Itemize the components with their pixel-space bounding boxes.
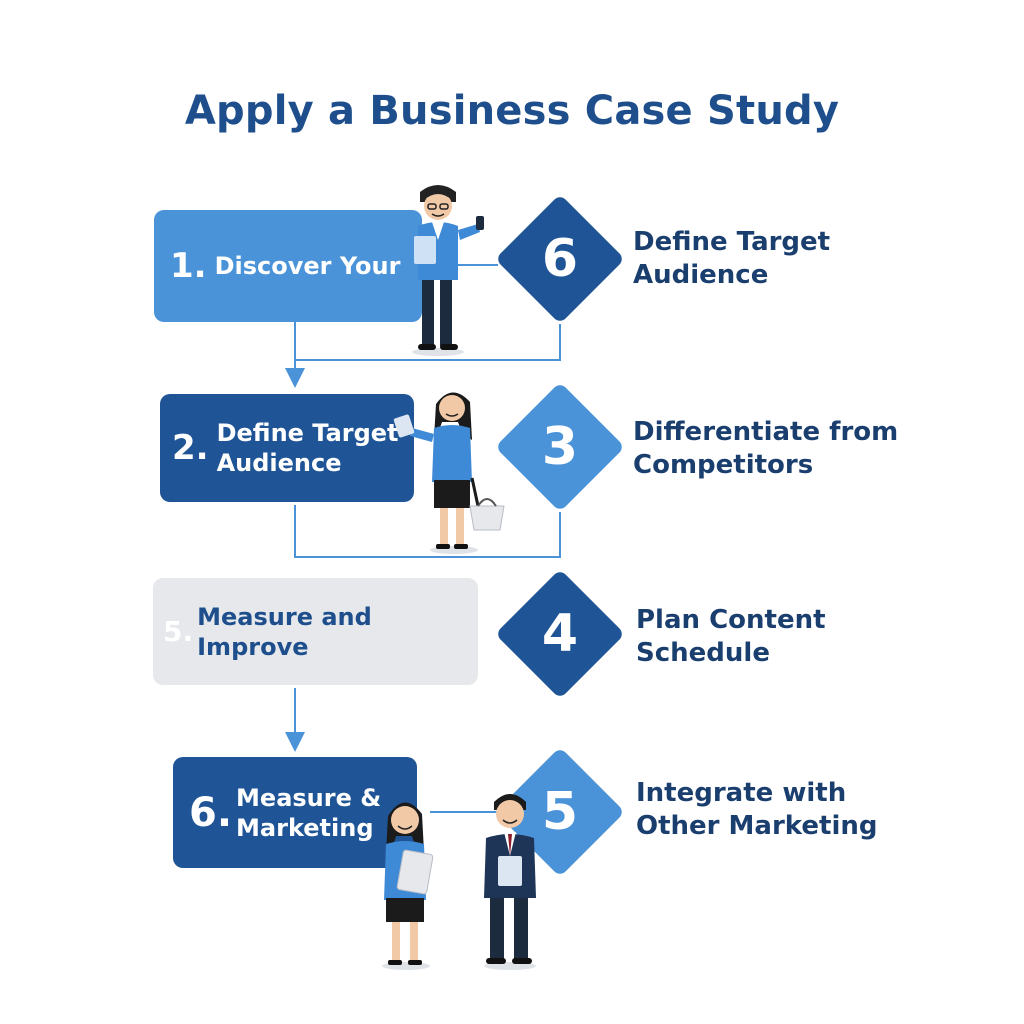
step-box-1: 1. Discover Your <box>154 210 422 322</box>
step-number: 5. <box>163 615 194 648</box>
diamond-text-line2: Audience <box>633 260 769 290</box>
step-number: 6. <box>189 789 233 836</box>
diamond-text-line1: Plan Content <box>636 605 826 635</box>
diamond-number: 4 <box>541 604 579 664</box>
diamond-number: 3 <box>541 417 579 477</box>
page-title: Apply a Business Case Study <box>184 88 840 134</box>
step-box-4: 6. Measure & Marketing <box>173 757 417 868</box>
diamond-text-line2: Competitors <box>633 450 814 480</box>
businessman-clipboard-icon <box>484 794 536 970</box>
step-label-line2: Audience <box>216 449 342 477</box>
diamond-text-line2: Schedule <box>636 638 770 668</box>
connector-line <box>295 324 561 361</box>
step-number: 2. <box>172 428 209 468</box>
diamond-text-line1: Differentiate from <box>633 417 899 447</box>
businesswoman-clipboard-icon <box>382 802 434 970</box>
diamond-text: Integrate with Other Marketing <box>636 777 877 843</box>
diamond-number: 5 <box>541 782 579 842</box>
diamond-number: 6 <box>541 229 579 289</box>
diamond-text: Differentiate from Competitors <box>633 416 898 482</box>
step-box-3: 5. Measure and Improve <box>153 578 478 685</box>
step-number: 1. <box>170 246 207 286</box>
diamond-text-line2: Other Marketing <box>636 811 878 841</box>
step-label: Measure and Improve <box>197 602 372 661</box>
businesswoman-bag-icon <box>393 392 505 554</box>
diamond-text: Plan Content Schedule <box>636 604 826 670</box>
diamond-text-line1: Integrate with <box>636 778 847 808</box>
diamond-text-line1: Define Target <box>633 227 831 257</box>
step-box-2: 2. Define Target Audience <box>160 394 414 502</box>
step-label: Discover Your <box>214 252 401 280</box>
diamond-text: Define Target Audience <box>633 226 830 292</box>
step-label-line1: Define Target <box>216 419 399 447</box>
connector-line <box>294 505 561 558</box>
businessman-phone-icon <box>412 185 484 356</box>
step-label-line2: Marketing <box>236 813 374 842</box>
step-label-line1: Measure & <box>236 783 382 812</box>
